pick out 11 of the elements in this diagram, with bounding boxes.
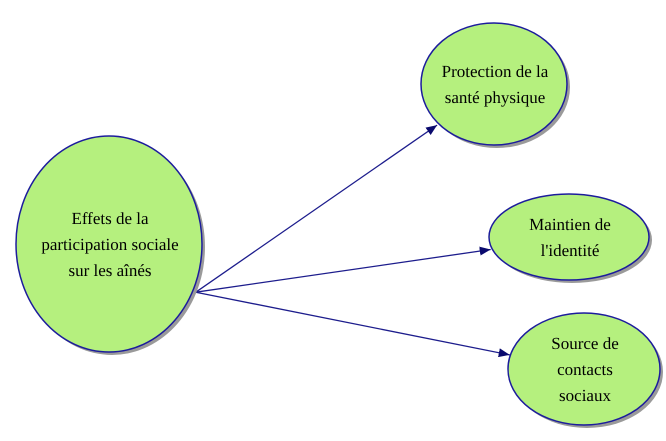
ellipse-node (15, 135, 205, 355)
node-label: Effets de la participation sociale sur les aînés (40, 208, 180, 282)
arrow (196, 246, 491, 293)
ellipse-node (507, 312, 663, 428)
arrow (195, 124, 438, 293)
node-label: Maintien de l'identité (528, 214, 612, 262)
ellipse-node (420, 22, 570, 148)
node-label: Protection de la santé physique (440, 61, 550, 109)
ellipse-node (488, 193, 652, 283)
node-label: Source de contacts sociaux (550, 333, 620, 407)
arrow (196, 292, 510, 358)
